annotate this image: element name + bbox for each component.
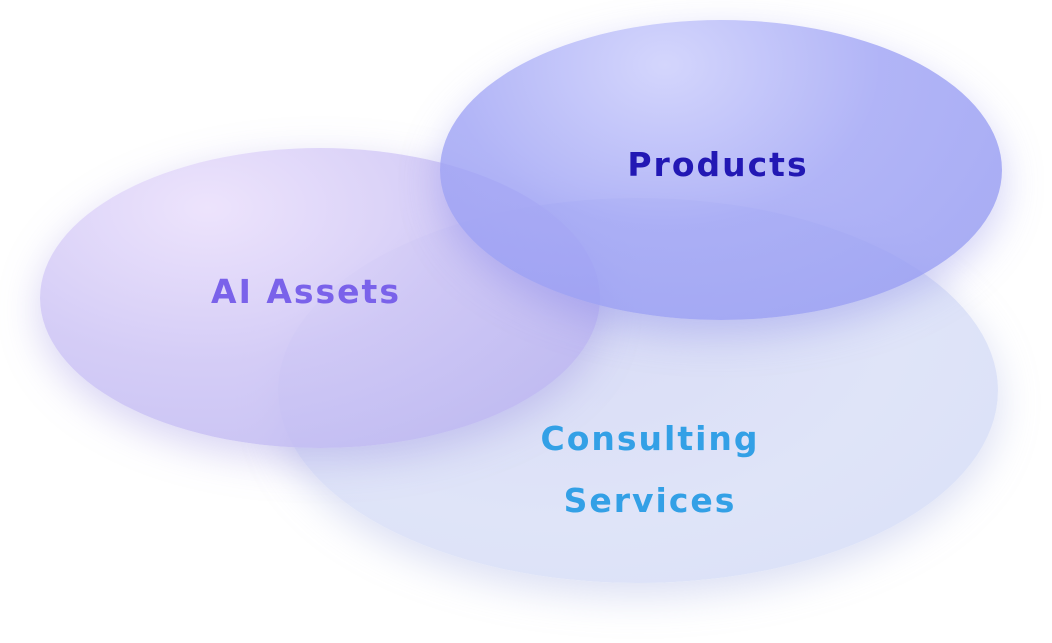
products-label: Products bbox=[627, 145, 809, 184]
products-circle bbox=[440, 20, 1002, 320]
consulting-services-label: Consulting Services bbox=[490, 408, 810, 532]
consulting-label-line-1: Consulting bbox=[540, 419, 760, 458]
consulting-label-line-2: Services bbox=[563, 481, 737, 520]
ai-assets-label: AI Assets bbox=[211, 272, 401, 311]
